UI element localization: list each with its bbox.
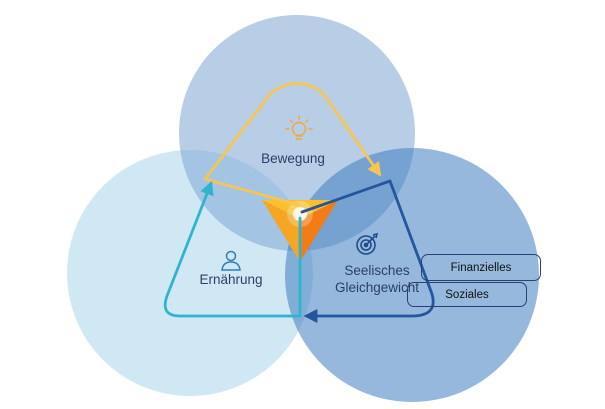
- tag-soziales: Soziales: [407, 282, 527, 307]
- arrow-loop-seelisches: [300, 179, 435, 323]
- center-triangle-left: [262, 200, 300, 262]
- area-label-bewegung: Bewegung: [261, 151, 325, 166]
- area-label-ernaehrung: Ernährung: [199, 272, 263, 287]
- center-triangle-right: [300, 200, 338, 262]
- tag-finanzielles-label: Finanzielles: [450, 261, 512, 274]
- circle-seelisches: [285, 148, 539, 402]
- tag-finanzielles: Finanzielles: [421, 254, 541, 281]
- area-label-seelisches-line2: Gleichgewicht: [334, 280, 420, 295]
- area-label-seelisches-line1: Seelisches: [344, 263, 410, 278]
- area-label-seelisches: Seelisches Gleichgewicht: [312, 262, 442, 296]
- lightbulb-icon: [285, 115, 313, 140]
- arrow-loop-ernaehrung: [163, 180, 302, 318]
- tag-soziales-label: Soziales: [445, 288, 489, 301]
- target-icon: [356, 232, 379, 255]
- arrow-loop-bewegung: [203, 82, 382, 207]
- center-glow-outer: [287, 201, 313, 227]
- person-icon: [221, 250, 241, 271]
